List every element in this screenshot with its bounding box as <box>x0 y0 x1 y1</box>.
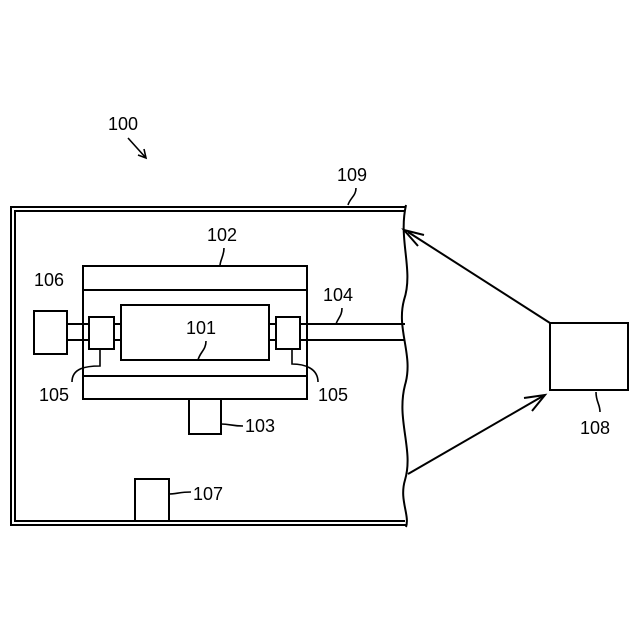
unit-106 <box>34 311 67 354</box>
label-107: 107 <box>193 484 223 504</box>
label-101: 101 <box>186 318 216 338</box>
leader-104 <box>336 308 342 324</box>
label-103: 103 <box>245 416 275 436</box>
base-103 <box>189 399 221 434</box>
label-105-left: 105 <box>39 385 69 405</box>
leader-102 <box>220 248 224 266</box>
leader-108 <box>596 392 600 412</box>
connection-upper <box>408 232 550 323</box>
label-102: 102 <box>207 225 237 245</box>
external-device-108 <box>550 323 628 390</box>
bearing-105-left <box>89 317 114 349</box>
label-105-right: 105 <box>318 385 348 405</box>
sensor-107 <box>135 479 169 521</box>
leader-109 <box>348 188 356 205</box>
bearing-105-right <box>276 317 300 349</box>
leader-107 <box>169 492 191 494</box>
label-100: 100 <box>108 114 138 134</box>
label-108: 108 <box>580 418 610 438</box>
label-106: 106 <box>34 270 64 290</box>
leader-103 <box>221 424 243 426</box>
arrowhead-upper <box>404 230 424 246</box>
connection-lower-line <box>408 396 543 474</box>
label-109: 109 <box>337 165 367 185</box>
housing-break-edge <box>402 205 408 527</box>
label-104: 104 <box>323 285 353 305</box>
arrow-100-shaft <box>128 138 146 158</box>
arrowhead-lower <box>524 395 545 411</box>
